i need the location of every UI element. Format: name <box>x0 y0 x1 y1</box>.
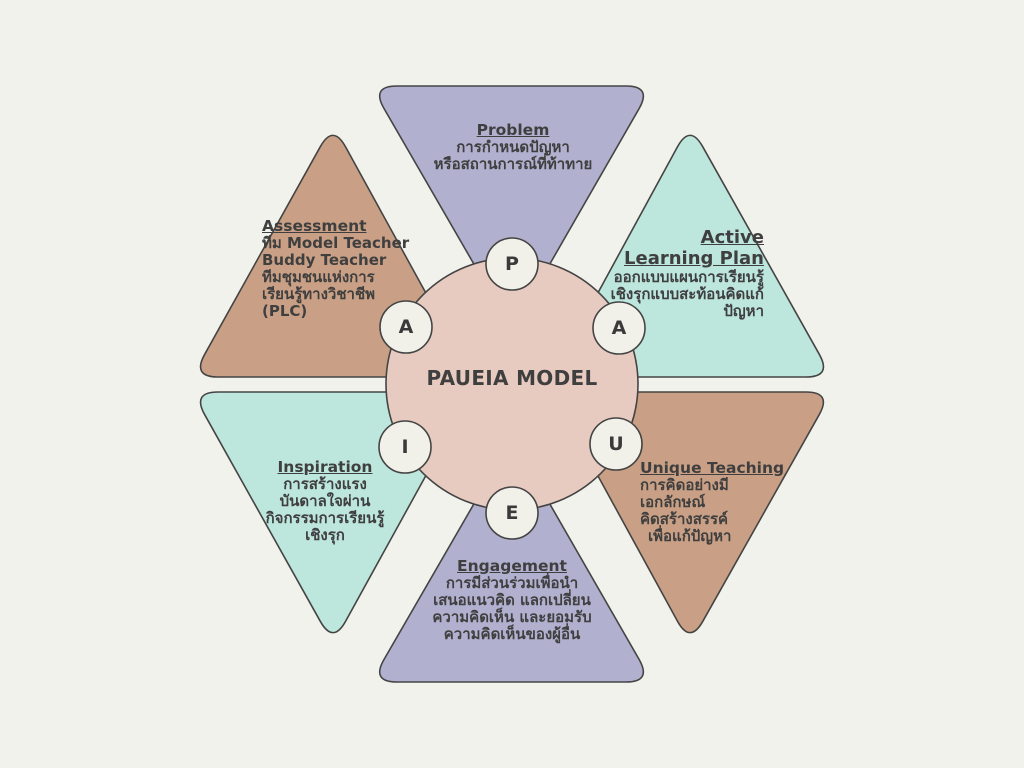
segment-assessment-line-1: ทีม Model Teacher <box>262 234 410 252</box>
segment-engagement-line-1: การมีส่วนร่วมเพื่อนำ <box>445 574 579 592</box>
segment-problem-title: Problem <box>476 121 550 139</box>
segment-engagement-title: Engagement <box>457 557 567 575</box>
segment-problem-line-2: หรือสถานการณ์ที่ท้าทาย <box>433 155 593 173</box>
badge-assessment <box>379 300 433 354</box>
segment-inspiration-text: Inspiration การสร้างแรง บันดาลใจผ่าน กิจ… <box>245 459 405 544</box>
segment-active-text: Active Learning Plan ออกแบบแผนการเรียนรู… <box>594 227 764 320</box>
segment-active-line-2: เชิงรุกแบบสะท้อนคิดแก้ <box>610 285 764 303</box>
segment-unique-line-2: เอกลักษณ์ <box>640 493 706 511</box>
segment-unique-text: Unique Teaching การคิดอย่างมี เอกลักษณ์ … <box>640 460 800 545</box>
segment-inspiration-title: Inspiration <box>277 458 373 476</box>
badge-letter-inspiration: I <box>401 436 409 458</box>
segment-inspiration-line-4: เชิงรุก <box>305 526 345 544</box>
segment-active-title-1: Active <box>700 227 764 248</box>
segment-unique-line-1: การคิดอย่างมี <box>640 476 729 494</box>
segment-active-line-1: ออกแบบแผนการเรียนรู้ <box>613 268 764 286</box>
center-title: PAUEIA MODEL <box>426 366 598 390</box>
badge-letter-engagement: E <box>505 502 519 524</box>
badge-problem <box>485 237 539 291</box>
badge-engagement <box>485 486 539 540</box>
segment-inspiration-line-2: บันดาลใจผ่าน <box>279 492 371 510</box>
segment-engagement-line-4: ความคิดเห็นของผู้อื่น <box>443 625 581 643</box>
segment-assessment-line-4: เรียนรู้ทางวิชาชีพ <box>262 285 376 303</box>
badge-letter-problem: P <box>505 253 519 275</box>
badge-inspiration <box>378 420 432 474</box>
segment-engagement-line-2: เสนอแนวคิด แลกเปลี่ยน <box>433 591 591 609</box>
badge-letter-active: A <box>611 317 627 339</box>
segment-engagement-text: Engagement การมีส่วนร่วมเพื่อนำ เสนอแนวค… <box>392 558 632 643</box>
segment-inspiration-line-1: การสร้างแรง <box>283 475 367 493</box>
segment-active-line-3: ปัญหา <box>723 302 764 320</box>
segment-assessment-line-5: (PLC) <box>262 302 308 320</box>
segment-assessment-line-2: Buddy Teacher <box>262 251 387 269</box>
segment-unique-line-4: เพื่อแก้ปัญหา <box>648 527 732 545</box>
segment-unique-line-3: คิดสร้างสรรค์ <box>640 510 729 528</box>
segment-inspiration-line-3: กิจกรรมการเรียนรู้ <box>265 509 385 527</box>
segment-problem-text: Problem การกำหนดปัญหา หรือสถานการณ์ที่ท้… <box>400 122 626 173</box>
badge-active <box>592 301 646 355</box>
badge-unique <box>589 417 643 471</box>
badge-letter-unique: U <box>608 433 624 455</box>
segment-engagement-line-3: ความคิดเห็น และยอมรับ <box>432 608 592 626</box>
segment-assessment-line-3: ทีมชุมชนแห่งการ <box>262 268 375 286</box>
badge-letter-assessment: A <box>398 316 414 338</box>
segment-active-title-2: Learning Plan <box>624 248 764 269</box>
segment-assessment-title: Assessment <box>262 217 367 235</box>
segment-problem-line-1: การกำหนดปัญหา <box>456 138 570 156</box>
segment-assessment-text: Assessment ทีม Model Teacher Buddy Teach… <box>262 218 432 320</box>
segment-unique-title: Unique Teaching <box>640 459 785 477</box>
